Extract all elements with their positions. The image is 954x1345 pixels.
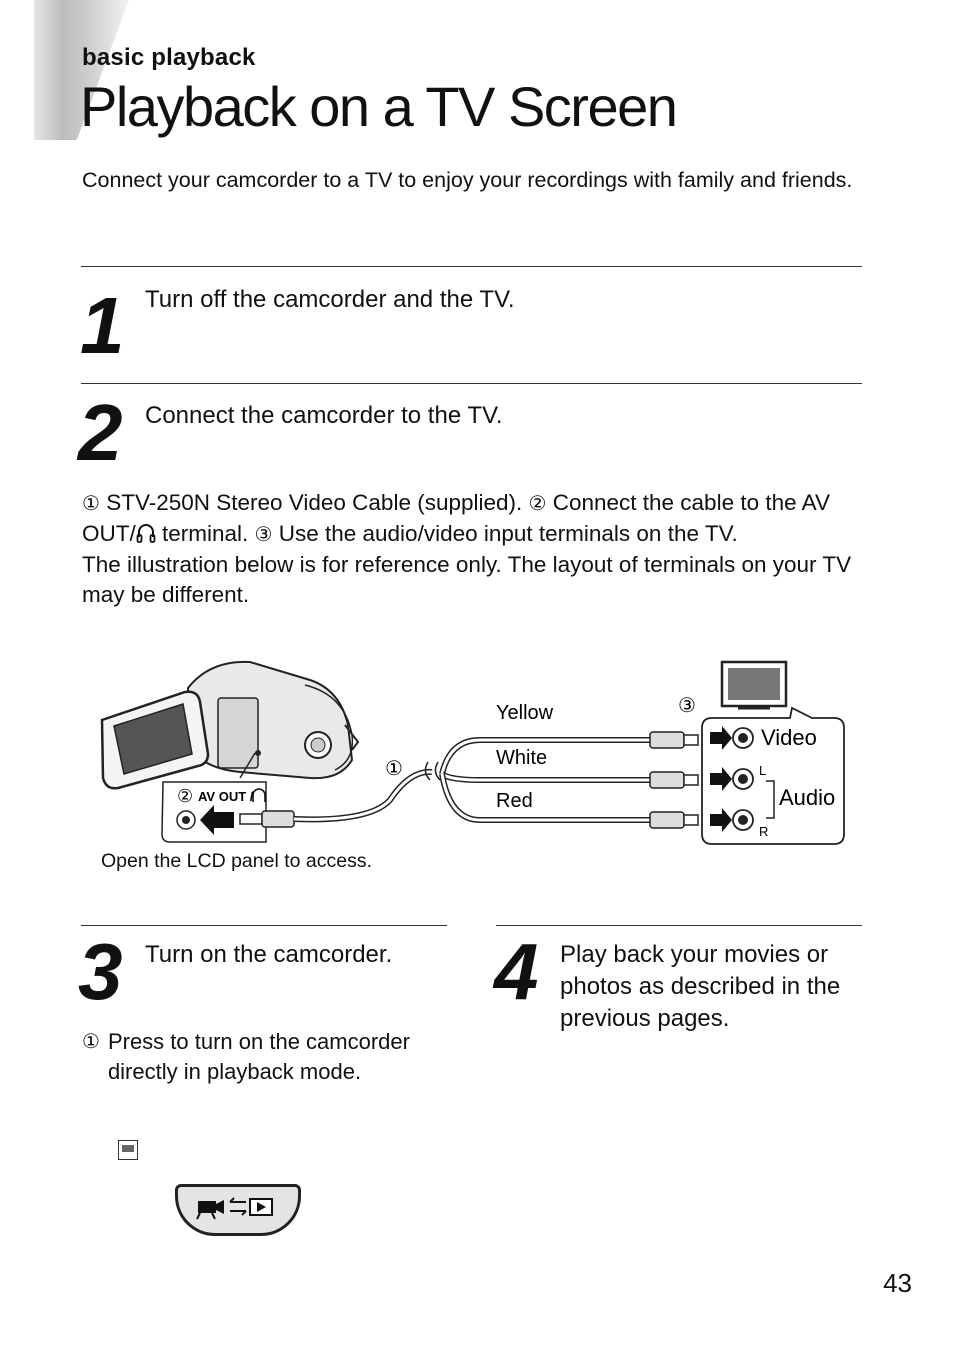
step-number: 2	[78, 388, 122, 477]
diagram-caption: Open the LCD panel to access.	[101, 850, 372, 872]
av-out-terminal-inset	[161, 781, 267, 843]
camcorder-illustration	[100, 660, 360, 790]
white-label: White	[496, 747, 547, 769]
camera-play-toggle-icon	[196, 1197, 273, 1220]
audio-label: Audio	[779, 785, 835, 810]
marker-1: ①	[82, 1031, 100, 1053]
marker-1-icon	[118, 1140, 138, 1160]
marker-1-label: ①	[385, 758, 403, 780]
step-text: Connect the camcorder to the TV.	[145, 402, 503, 429]
step-number: 4	[494, 927, 538, 1016]
marker-1: ①	[82, 493, 100, 515]
reference-note: The illustration below is for reference …	[82, 552, 852, 607]
step3-note: ① Press to turn on the camcorder directl…	[82, 1027, 448, 1087]
plug-body	[261, 810, 295, 828]
video-label: Video	[761, 725, 817, 750]
yellow-label: Yellow	[496, 702, 554, 724]
step2-notes: ① STV-250N Stereo Video Cable (supplied)…	[82, 488, 872, 610]
step-text: Turn off the camcorder and the TV.	[145, 286, 515, 313]
marker-3-label: ③	[678, 695, 696, 717]
headphones-icon	[252, 788, 266, 802]
av-out-label: AV OUT /	[198, 789, 254, 804]
divider	[81, 925, 447, 926]
marker-3: ③	[254, 524, 273, 546]
red-label: Red	[496, 790, 533, 812]
right-channel-label: R	[759, 824, 768, 839]
divider	[81, 266, 862, 267]
marker-2: ②	[528, 493, 547, 515]
step-text: Play back your movies or photos as descr…	[560, 941, 841, 1032]
page-number: 43	[883, 1268, 912, 1298]
divider	[81, 383, 862, 384]
step-number: 1	[80, 281, 124, 370]
page-title: Playback on a TV Screen	[80, 75, 678, 138]
divider	[496, 925, 862, 926]
split-cables	[439, 737, 655, 823]
step-number: 3	[78, 927, 122, 1016]
left-channel-label: L	[759, 763, 766, 778]
connection-diagram: ② AV OUT / ① Yellow White Red ③ Vid	[100, 660, 845, 845]
mini-plug	[239, 813, 263, 825]
marker-2-label: ②	[177, 786, 193, 806]
tv-input-panel	[701, 660, 845, 845]
playback-mode-button[interactable]	[175, 1184, 301, 1236]
section-label: basic playback	[82, 44, 256, 71]
step-text: Turn on the camcorder.	[145, 941, 393, 968]
intro-text: Connect your camcorder to a TV to enjoy …	[82, 168, 853, 192]
rca-plugs	[649, 731, 699, 829]
headphones-icon	[136, 524, 156, 543]
